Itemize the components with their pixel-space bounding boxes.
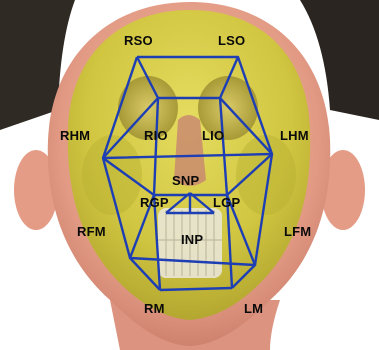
label-lhm: LHM (280, 128, 309, 143)
label-snp: SNP (172, 173, 199, 188)
label-inp: INP (181, 232, 203, 247)
label-rgp: RGP (140, 195, 169, 210)
label-rfm: RFM (77, 224, 106, 239)
label-rso: RSO (124, 33, 153, 48)
label-lgp: LGP (213, 195, 240, 210)
label-lfm: LFM (284, 224, 311, 239)
label-rm: RM (144, 301, 165, 316)
label-lm: LM (244, 301, 263, 316)
label-rhm: RHM (60, 128, 90, 143)
label-rio: RIO (144, 128, 168, 143)
label-lio: LIO (202, 128, 224, 143)
label-lso: LSO (218, 33, 245, 48)
